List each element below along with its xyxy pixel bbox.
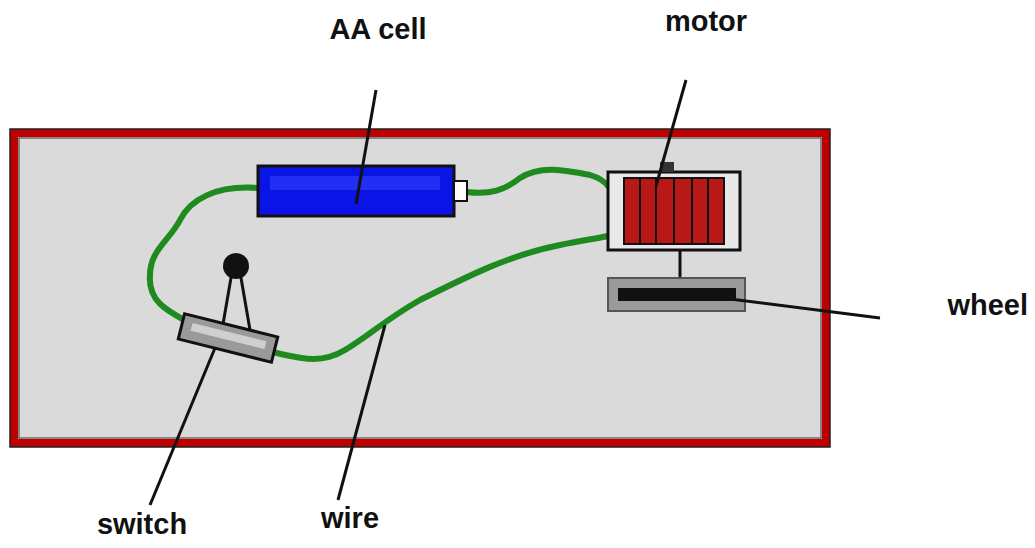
switch-lever — [222, 272, 232, 330]
switch — [178, 253, 277, 362]
leader-line — [338, 325, 385, 500]
board-edge — [10, 129, 830, 447]
cell-terminal — [454, 181, 467, 201]
wire — [467, 170, 608, 193]
wire — [272, 236, 608, 359]
motor-coil — [624, 178, 724, 244]
motor-windings — [640, 178, 708, 244]
cell-shine — [270, 176, 440, 190]
leader-line — [356, 90, 376, 204]
motor — [608, 162, 740, 282]
part-label: motor — [665, 6, 747, 38]
motor-body — [608, 172, 740, 250]
leader-line — [150, 348, 215, 505]
wire — [150, 188, 258, 322]
leader-lines — [150, 80, 880, 505]
part-label: wheel — [947, 290, 1028, 322]
leader-line — [690, 294, 880, 318]
wheel-body — [608, 278, 745, 311]
cell-body — [258, 166, 454, 216]
part-label: switch — [97, 509, 187, 541]
board — [14, 133, 826, 443]
board-inner-edge — [19, 138, 821, 438]
switch-lever — [240, 272, 250, 330]
part-label: AA cell — [329, 14, 426, 46]
switch-knob — [223, 253, 249, 279]
part-label: wire — [321, 503, 379, 535]
switch-base — [178, 314, 277, 362]
switch-shine — [191, 323, 267, 349]
leader-line — [656, 80, 686, 186]
wheel — [608, 278, 745, 311]
